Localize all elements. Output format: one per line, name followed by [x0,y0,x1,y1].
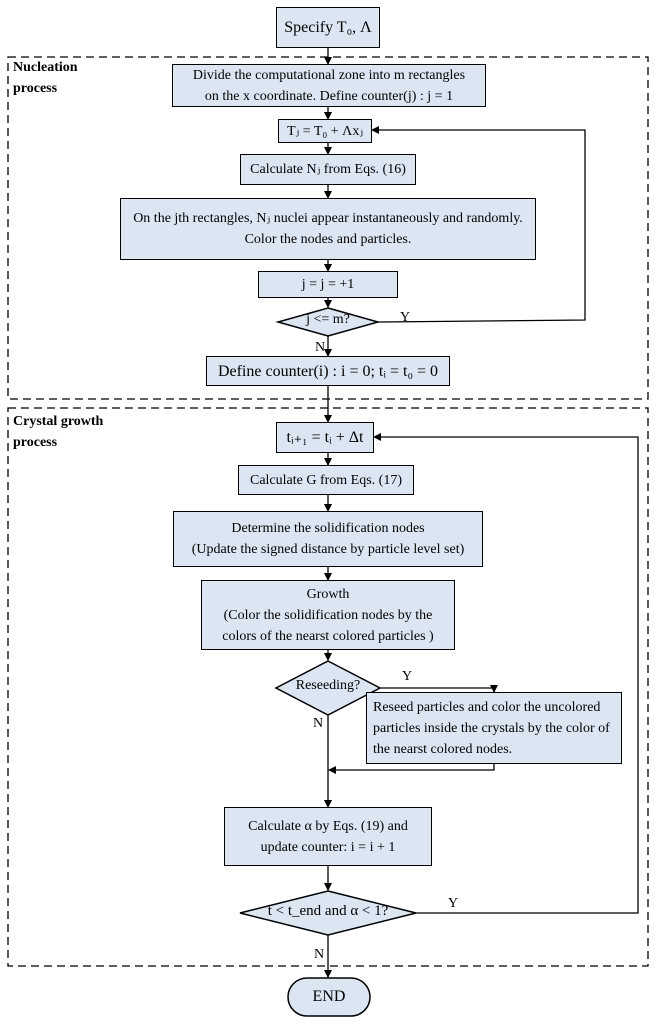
divide-text-line-2: on the x coordinate. Define counter(j) :… [204,88,454,104]
growth-box: Growth (Color the solidification nodes b… [201,580,455,650]
growth-text-line-1: Growth [306,586,350,602]
decision-reseeding-label: Reseeding? [295,678,361,693]
alpha-text-line-2: update counter: i = i + 1 [260,839,396,855]
time-step-text: tᵢ₊₁ = tᵢ + Δt [286,429,364,446]
nuclei-text-line-1: On the jth rectangles, Nⱼ nuclei appear … [133,211,523,226]
divide-box: Divide the computational zone into m rec… [172,64,486,107]
tj-text: Tⱼ = T₀ + Λxⱼ [286,123,364,139]
branch-reseed-yes: Y [402,669,413,684]
alpha-text-line-1: Calculate α by Eqs. (19) and [248,818,408,834]
end-terminal-shape [287,977,371,1017]
growth-text-line-3: colors of the nearst colored particles ) [222,628,434,644]
alpha-box: Calculate α by Eqs. (19) and update coun… [224,807,432,866]
specify-box: Specify T₀, Λ [276,7,380,48]
calc-g-box: Calculate G from Eqs. (17) [238,465,414,495]
loop-j-yes [371,126,586,323]
branch-reseed-no: N [313,716,324,731]
growth-text-line-2: (Color the solidification nodes by the [223,607,433,623]
define-i-box: Define counter(i) : i = 0; tᵢ = t₀ = 0 [206,356,450,386]
calc-g-text: Calculate G from Eqs. (17) [249,472,402,488]
divide-text-line-1: Divide the computational zone into m rec… [192,67,466,83]
crystal-growth-region-label: Crystal growth process [13,411,103,453]
branch-final-yes: Y [448,896,459,911]
nuclei-text-line-2: Color the nodes and particles. [244,232,412,247]
time-step-box: tᵢ₊₁ = tᵢ + Δt [276,422,374,453]
arrow-reseed-merge [328,764,495,774]
specify-text: Specify T₀, Λ [284,19,372,36]
decision-j-label: j <= m? [306,312,350,327]
branch-j-yes: Y [400,310,411,325]
arrow-reseeding-yes [380,685,498,693]
nucleation-region-label: Nucleation process [13,57,78,99]
determine-box: Determine the solidification nodes (Upda… [173,511,483,567]
j-increment-box: j = j = +1 [258,271,398,298]
define-i-text: Define counter(i) : i = 0; tᵢ = t₀ = 0 [217,362,439,380]
end-text: END [312,988,346,1005]
reseed-box: Reseed particles and color the uncolored… [366,692,622,764]
growth-label-line-2: process [13,435,58,450]
calc-nj-text: Calculate Nⱼ from Eqs. (16) [250,162,406,177]
nucleation-label-line-1: Nucleation [13,60,78,75]
reseed-text-line-2: particles inside the crystals by the col… [373,720,610,736]
reseed-text-line-3: the nearst colored nodes. [373,741,513,757]
calc-nj-box: Calculate Nⱼ from Eqs. (16) [240,154,416,185]
loop-time-yes [373,433,639,914]
branch-j-no: N [315,340,326,355]
nucleation-label-line-2: process [13,81,58,96]
reseed-text-line-1: Reseed particles and color the uncolored [373,699,601,715]
determine-text-line-1: Determine the solidification nodes [231,521,425,536]
nuclei-box: On the jth rectangles, Nⱼ nuclei appear … [120,198,536,260]
determine-text-line-2: (Update the signed distance by particle … [191,542,465,557]
growth-label-line-1: Crystal growth [13,414,104,429]
end-terminal: END [288,978,370,1016]
decision-final-label: t < t_end and α < 1? [267,903,389,919]
branch-final-no: N [314,947,325,962]
tj-box: Tⱼ = T₀ + Λxⱼ [278,119,372,143]
j-increment-text: j = j = +1 [301,277,355,292]
